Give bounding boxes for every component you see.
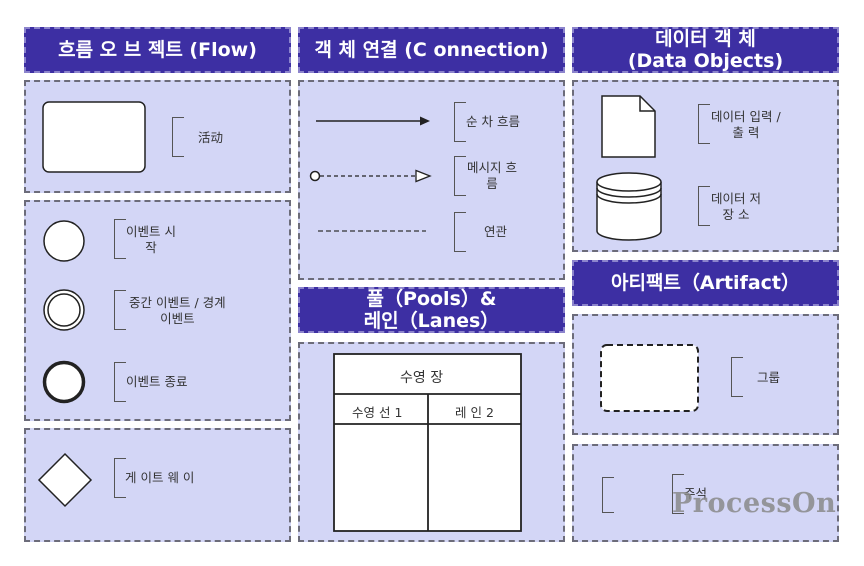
gateway-label: 게 이트 웨 이 xyxy=(125,470,195,485)
activity-shape[interactable] xyxy=(42,101,146,173)
gateway-shape[interactable] xyxy=(37,452,93,508)
data-store-shape[interactable] xyxy=(595,172,663,242)
message-flow-label: 메시지 흐 름 xyxy=(467,160,517,191)
connection-header-text: 객 체 연결 (C onnection) xyxy=(314,39,549,61)
message-flow-bracket xyxy=(454,156,466,196)
end-event-label: 이벤트 종료 xyxy=(126,374,188,389)
sequence-flow-shape[interactable] xyxy=(316,114,432,128)
group-label: 그룹 xyxy=(757,370,781,385)
end-event-bracket xyxy=(114,362,126,402)
sequence-flow-label: 순 차 흐름 xyxy=(466,114,520,129)
gateway-bracket xyxy=(114,458,126,498)
pool-shape[interactable] xyxy=(333,353,523,533)
data-io-bracket xyxy=(698,104,710,144)
data-store-label: 데이터 저 장 소 xyxy=(711,191,761,222)
connection-panel xyxy=(298,80,565,280)
start-event-label: 이벤트 시 작 xyxy=(126,224,176,255)
artifact-header: 아티팩트（Artifact） xyxy=(572,260,839,306)
lane-1-label: 수영 선 1 xyxy=(352,405,403,420)
intermediate-event-bracket xyxy=(114,290,126,330)
message-flow-shape[interactable] xyxy=(308,168,434,184)
activity-bracket xyxy=(172,117,184,157)
data-object-shape[interactable] xyxy=(601,95,657,159)
processon-watermark: ProcessOn xyxy=(672,488,837,519)
data-objects-header: 데이터 객 체 (Data Objects) xyxy=(572,27,839,73)
association-bracket xyxy=(454,212,466,252)
group-bracket xyxy=(731,357,743,397)
annotation-bracket xyxy=(672,474,684,514)
annotation-panel xyxy=(572,444,839,542)
sequence-flow-bracket xyxy=(454,102,466,142)
data-objects-header-text: 데이터 객 체 (Data Objects) xyxy=(627,28,784,72)
end-event-shape[interactable] xyxy=(42,360,86,404)
annotation-shape[interactable] xyxy=(602,477,614,513)
flow-objects-header-text: 흐름 오 브 젝트 (Flow) xyxy=(58,39,257,61)
association-label: 연관 xyxy=(484,224,508,239)
connection-header: 객 체 연결 (C onnection) xyxy=(298,27,565,73)
start-event-shape[interactable] xyxy=(42,219,86,263)
data-store-bracket xyxy=(698,186,710,226)
group-shape[interactable] xyxy=(600,344,700,414)
pool-title: 수영 장 xyxy=(400,370,444,386)
intermediate-event-shape[interactable] xyxy=(42,288,86,332)
intermediate-event-label: 중간 이벤트 / 경계 이벤트 xyxy=(129,295,226,326)
lane-2-label: 레 인 2 xyxy=(455,405,494,420)
data-io-label: 데이터 입력 / 출 력 xyxy=(711,109,781,140)
pools-lanes-header-text: 풀（Pools）& 레인（Lanes） xyxy=(363,288,500,332)
pools-lanes-header: 풀（Pools）& 레인（Lanes） xyxy=(298,287,565,333)
flow-objects-header: 흐름 오 브 젝트 (Flow) xyxy=(24,27,291,73)
activity-label: 活动 xyxy=(198,130,224,145)
start-event-bracket xyxy=(114,219,126,259)
annotation-label: 주석 xyxy=(684,486,708,501)
artifact-header-text: 아티팩트（Artifact） xyxy=(610,272,801,294)
association-shape[interactable] xyxy=(318,226,428,236)
